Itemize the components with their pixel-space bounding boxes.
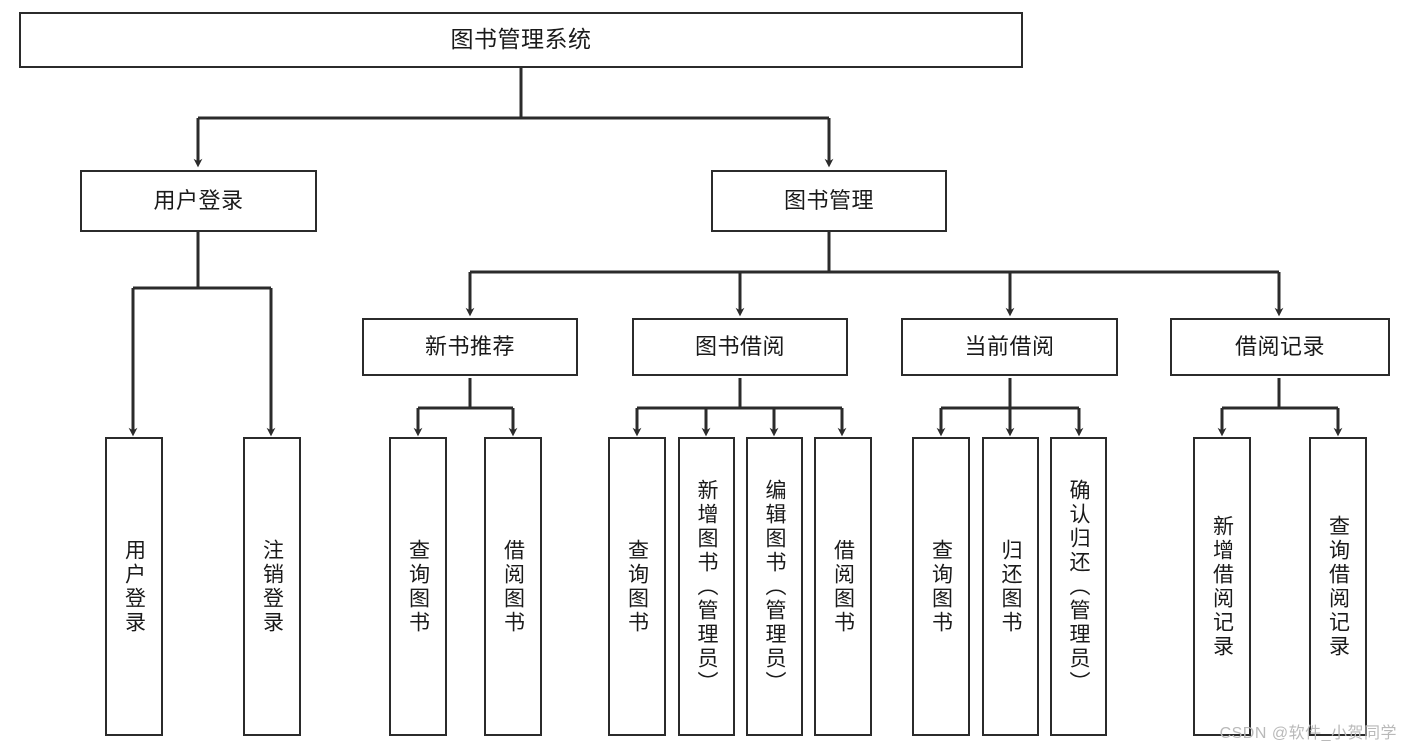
node-label: 新增借阅记录 xyxy=(1210,514,1234,659)
node-label: 图书管理 xyxy=(783,188,874,214)
node-label: 查询图书 xyxy=(406,538,430,635)
node-label: 图书借阅 xyxy=(694,334,785,360)
leaf-book-borrow-edit-book-admin[interactable]: 编辑图书（管理员） xyxy=(746,437,803,736)
leaf-user-login-signin[interactable]: 用户登录 xyxy=(105,437,163,736)
leaf-book-borrow-query-books[interactable]: 查询图书 xyxy=(608,437,666,736)
node-label: 图书管理系统 xyxy=(450,26,592,53)
leaf-book-borrow-borrow-books[interactable]: 借阅图书 xyxy=(814,437,872,736)
leaf-book-borrow-add-book-admin[interactable]: 新增图书（管理员） xyxy=(678,437,735,736)
node-borrow-records[interactable]: 借阅记录 xyxy=(1170,318,1390,376)
leaf-user-login-signout[interactable]: 注销登录 xyxy=(243,437,301,736)
node-label: 用户登录 xyxy=(153,188,244,214)
node-user-login[interactable]: 用户登录 xyxy=(80,170,317,232)
node-label: 确认归还（管理员） xyxy=(1067,478,1090,695)
node-label: 归还图书 xyxy=(999,538,1022,635)
node-label: 借阅记录 xyxy=(1234,334,1325,360)
node-label: 注销登录 xyxy=(260,538,284,635)
node-label: 查询借阅记录 xyxy=(1326,514,1350,659)
leaf-borrow-record-query-record[interactable]: 查询借阅记录 xyxy=(1309,437,1367,736)
node-label: 当前借阅 xyxy=(964,334,1055,360)
node-new-book-recommendation[interactable]: 新书推荐 xyxy=(362,318,578,376)
leaf-current-borrow-confirm-return-admin[interactable]: 确认归还（管理员） xyxy=(1050,437,1107,736)
leaf-new-book-borrow-books[interactable]: 借阅图书 xyxy=(484,437,542,736)
node-book-management[interactable]: 图书管理 xyxy=(711,170,947,232)
node-label: 查询图书 xyxy=(625,538,649,635)
node-label: 查询图书 xyxy=(929,538,953,635)
node-label: 借阅图书 xyxy=(831,538,855,635)
node-book-borrowing[interactable]: 图书借阅 xyxy=(632,318,848,376)
node-label: 新增图书（管理员） xyxy=(695,478,718,695)
leaf-current-borrow-return-books[interactable]: 归还图书 xyxy=(982,437,1039,736)
node-root-book-management-system[interactable]: 图书管理系统 xyxy=(19,12,1023,68)
node-label: 用户登录 xyxy=(122,538,146,635)
node-label: 新书推荐 xyxy=(424,334,515,360)
node-label: 编辑图书（管理员） xyxy=(763,478,786,695)
leaf-borrow-record-add-record[interactable]: 新增借阅记录 xyxy=(1193,437,1251,736)
node-current-borrowing[interactable]: 当前借阅 xyxy=(901,318,1118,376)
node-label: 借阅图书 xyxy=(501,538,525,635)
watermark: CSDN @软件_小贺同学 xyxy=(1219,725,1397,742)
leaf-new-book-query-books[interactable]: 查询图书 xyxy=(389,437,447,736)
leaf-current-borrow-query-books[interactable]: 查询图书 xyxy=(912,437,970,736)
